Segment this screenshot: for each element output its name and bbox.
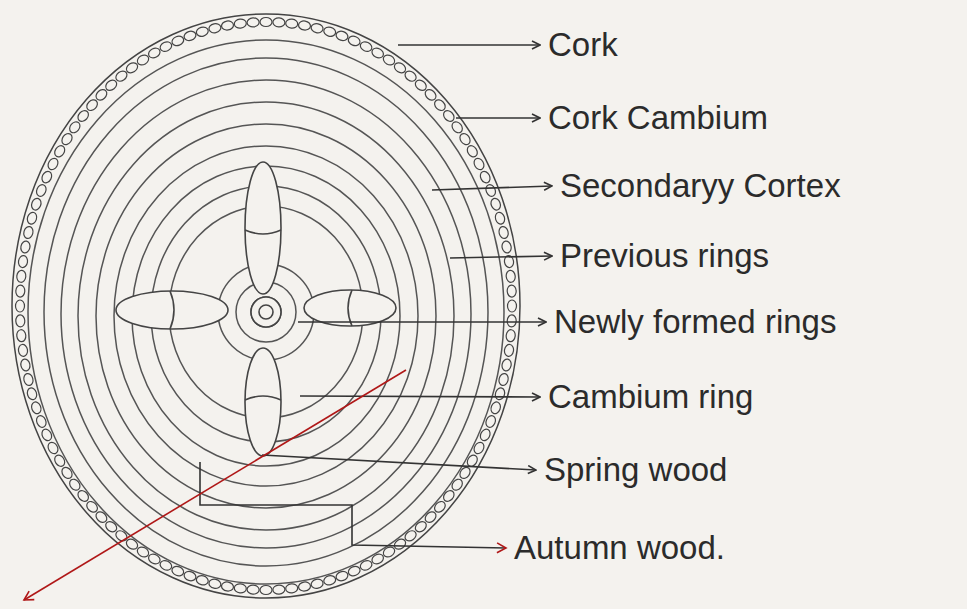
cork-cell [234, 18, 247, 28]
part-label: Autumn wood. [514, 530, 725, 566]
cork-cell [26, 211, 38, 225]
cork-cell [310, 23, 324, 34]
cork-cell [40, 170, 53, 185]
cork-cell [221, 20, 234, 31]
pointer-line [24, 370, 406, 600]
cork-cell [30, 401, 43, 415]
cork-cell [507, 315, 517, 327]
cork-cell [450, 477, 465, 492]
cork-cell [76, 109, 91, 124]
cork-cell [260, 586, 272, 595]
cork-cell [15, 315, 25, 327]
medullary-rays [116, 162, 396, 456]
annual-rings [28, 40, 504, 584]
cork-cell [359, 40, 374, 53]
cork-cell [147, 46, 162, 59]
part-label: Spring wood [544, 452, 727, 488]
cork-cell [18, 344, 29, 357]
cork-cell [298, 20, 311, 31]
cork-cell [68, 477, 83, 492]
cork-cell [16, 329, 26, 342]
cork-cell [498, 373, 510, 387]
cork-cell [498, 226, 510, 240]
cork-cell [465, 144, 479, 159]
leader-lines [200, 45, 552, 548]
cork-cell [450, 120, 465, 135]
cork-cell [489, 401, 502, 415]
cork-cell [507, 285, 517, 297]
cork-cell [494, 387, 506, 401]
cork-cell [458, 132, 472, 147]
cork-cell [458, 465, 472, 480]
cork-cell [504, 344, 515, 357]
cork-cell [23, 373, 35, 387]
cork-cell [159, 40, 174, 53]
cork-cell [310, 578, 324, 589]
cork-cell [26, 387, 38, 401]
cork-cell [285, 18, 298, 28]
cork-cell [370, 552, 385, 565]
cork-cell [16, 300, 25, 312]
cork-cell [76, 489, 91, 504]
cork-cell [335, 30, 349, 42]
cork-cell [30, 197, 43, 211]
cork-cell [432, 98, 447, 113]
cork-cell [501, 240, 512, 254]
cork-cell [506, 329, 516, 342]
cork-cell [234, 583, 247, 593]
cork-cell [23, 226, 35, 240]
cork-layer [12, 14, 520, 598]
cork-cell [489, 197, 502, 211]
part-label: Cambium ring [548, 379, 753, 415]
cork-cell [46, 157, 60, 172]
cork-cell [484, 183, 497, 198]
cork-cell [20, 358, 31, 372]
cork-cell [347, 35, 361, 48]
cork-cell [285, 583, 298, 593]
cork-cell [506, 270, 516, 283]
cork-cell [501, 358, 512, 372]
cork-cell [53, 453, 67, 468]
cork-cell [441, 109, 456, 124]
cork-cell [68, 120, 83, 135]
cork-cell [221, 581, 234, 592]
part-label: Cork Cambium [548, 100, 768, 136]
cork-cell [273, 18, 285, 28]
cork-cell [247, 585, 259, 595]
cork-cell [195, 26, 209, 38]
cork-cell [35, 183, 48, 198]
cork-cell [298, 581, 311, 592]
part-label: Cork [548, 27, 618, 63]
part-label: Previous rings [560, 238, 769, 274]
cork-cell [494, 211, 506, 225]
cork-cell [53, 144, 67, 159]
cork-cell [85, 499, 100, 514]
cork-cell [260, 18, 272, 27]
cork-cell [18, 255, 29, 268]
cork-cell [171, 35, 185, 48]
cork-cell [20, 240, 31, 254]
cork-cell [472, 157, 486, 172]
cork-cell [441, 489, 456, 504]
cork-cell [60, 132, 74, 147]
cork-cell [273, 585, 285, 595]
cork-cell [60, 465, 74, 480]
part-label: Secondaryy Cortex [560, 168, 841, 204]
cork-outline [12, 14, 520, 598]
cork-cell [478, 170, 491, 185]
part-label: Newly formed rings [554, 304, 836, 340]
cork-cell [323, 26, 337, 38]
cork-cell [508, 300, 517, 312]
cork-cell [208, 23, 222, 34]
cork-cell [247, 18, 259, 28]
cork-cell [15, 285, 25, 297]
cork-cell [208, 578, 222, 589]
cork-cell [183, 30, 197, 42]
cork-cell [16, 270, 26, 283]
